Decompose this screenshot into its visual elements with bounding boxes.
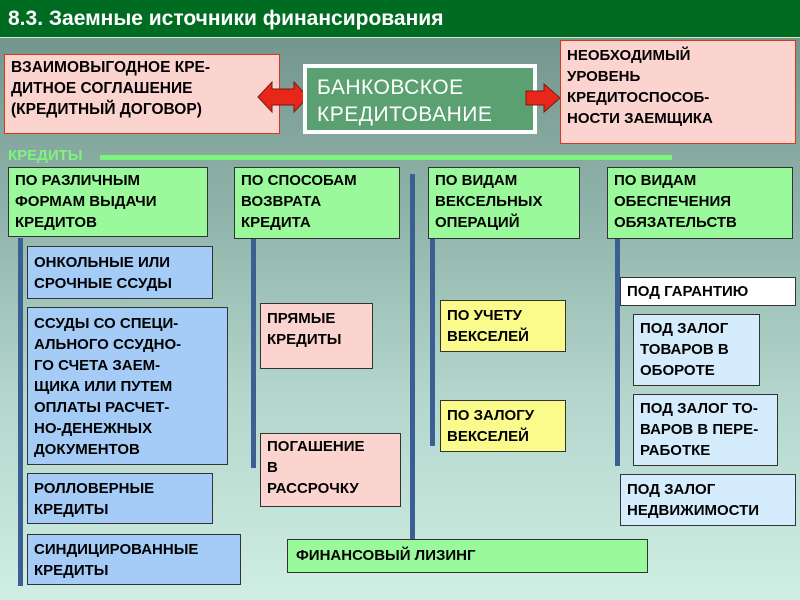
connector-forms [18, 238, 23, 586]
category-repayment: ПО СПОСОБАМ ВОЗВРАТА КРЕДИТА [234, 167, 400, 239]
agreement-box: ВЗАИМОВЫГОДНОЕ КРЕ- ДИТНОЕ СОГЛАШЕНИЕ (К… [4, 54, 280, 134]
connector-security [615, 238, 620, 466]
list-item-goods-in-processing: ПОД ЗАЛОГ ТО- ВАРОВ В ПЕРЕ- РАБОТКЕ [633, 394, 778, 466]
list-item-real-estate: ПОД ЗАЛОГ НЕДВИЖИМОСТИ [620, 474, 796, 526]
financial-leasing-box: ФИНАНСОВЫЙ ЛИЗИНГ [287, 539, 648, 573]
category-bills: ПО ВИДАМ ВЕКСЕЛЬНЫХ ОПЕРАЦИЙ [428, 167, 580, 239]
double-arrow-icon [257, 80, 309, 114]
list-item-goods-in-circulation: ПОД ЗАЛОГ ТОВАРОВ В ОБОРОТЕ [633, 314, 760, 386]
bank-crediting-box: БАНКОВСКОЕ КРЕДИТОВАНИЕ [303, 64, 537, 134]
list-item-rollover: РОЛЛОВЕРНЫЕ КРЕДИТЫ [27, 473, 213, 524]
list-item-call-loans: ОНКОЛЬНЫЕ ИЛИ СРОЧНЫЕ ССУДЫ [27, 246, 213, 299]
page-title: 8.3. Заемные источники финансирования [0, 0, 800, 38]
list-item-bill-discount: ПО УЧЕТУ ВЕКСЕЛЕЙ [440, 300, 566, 352]
connector-bills [430, 238, 435, 446]
connector-repayment-2 [410, 174, 415, 540]
list-item-bill-pledge: ПО ЗАЛОГУ ВЕКСЕЛЕЙ [440, 400, 566, 452]
list-item-special-account: ССУДЫ СО СПЕЦИ- АЛЬНОГО ССУДНО- ГО СЧЕТА… [27, 307, 228, 465]
list-item-installment: ПОГАШЕНИЕ В РАССРОЧКУ [260, 433, 401, 507]
credits-divider [100, 155, 672, 160]
right-arrow-icon [525, 82, 561, 114]
list-item-syndicated: СИНДИЦИРОВАННЫЕ КРЕДИТЫ [27, 534, 241, 585]
credits-label: КРЕДИТЫ [8, 147, 83, 164]
category-forms: ПО РАЗЛИЧНЫМ ФОРМАМ ВЫДАЧИ КРЕДИТОВ [8, 167, 208, 237]
creditworthiness-box: НЕОБХОДИМЫЙ УРОВЕНЬ КРЕДИТОСПОСОБ- НОСТИ… [560, 40, 796, 144]
list-item-direct-credits: ПРЯМЫЕ КРЕДИТЫ [260, 303, 373, 369]
category-security: ПО ВИДАМ ОБЕСПЕЧЕНИЯ ОБЯЗАТЕЛЬСТВ [607, 167, 793, 239]
bank-crediting-label: БАНКОВСКОЕ КРЕДИТОВАНИЕ [307, 68, 533, 130]
connector-repayment-1 [251, 238, 256, 468]
list-item-guarantee: ПОД ГАРАНТИЮ [620, 277, 796, 306]
